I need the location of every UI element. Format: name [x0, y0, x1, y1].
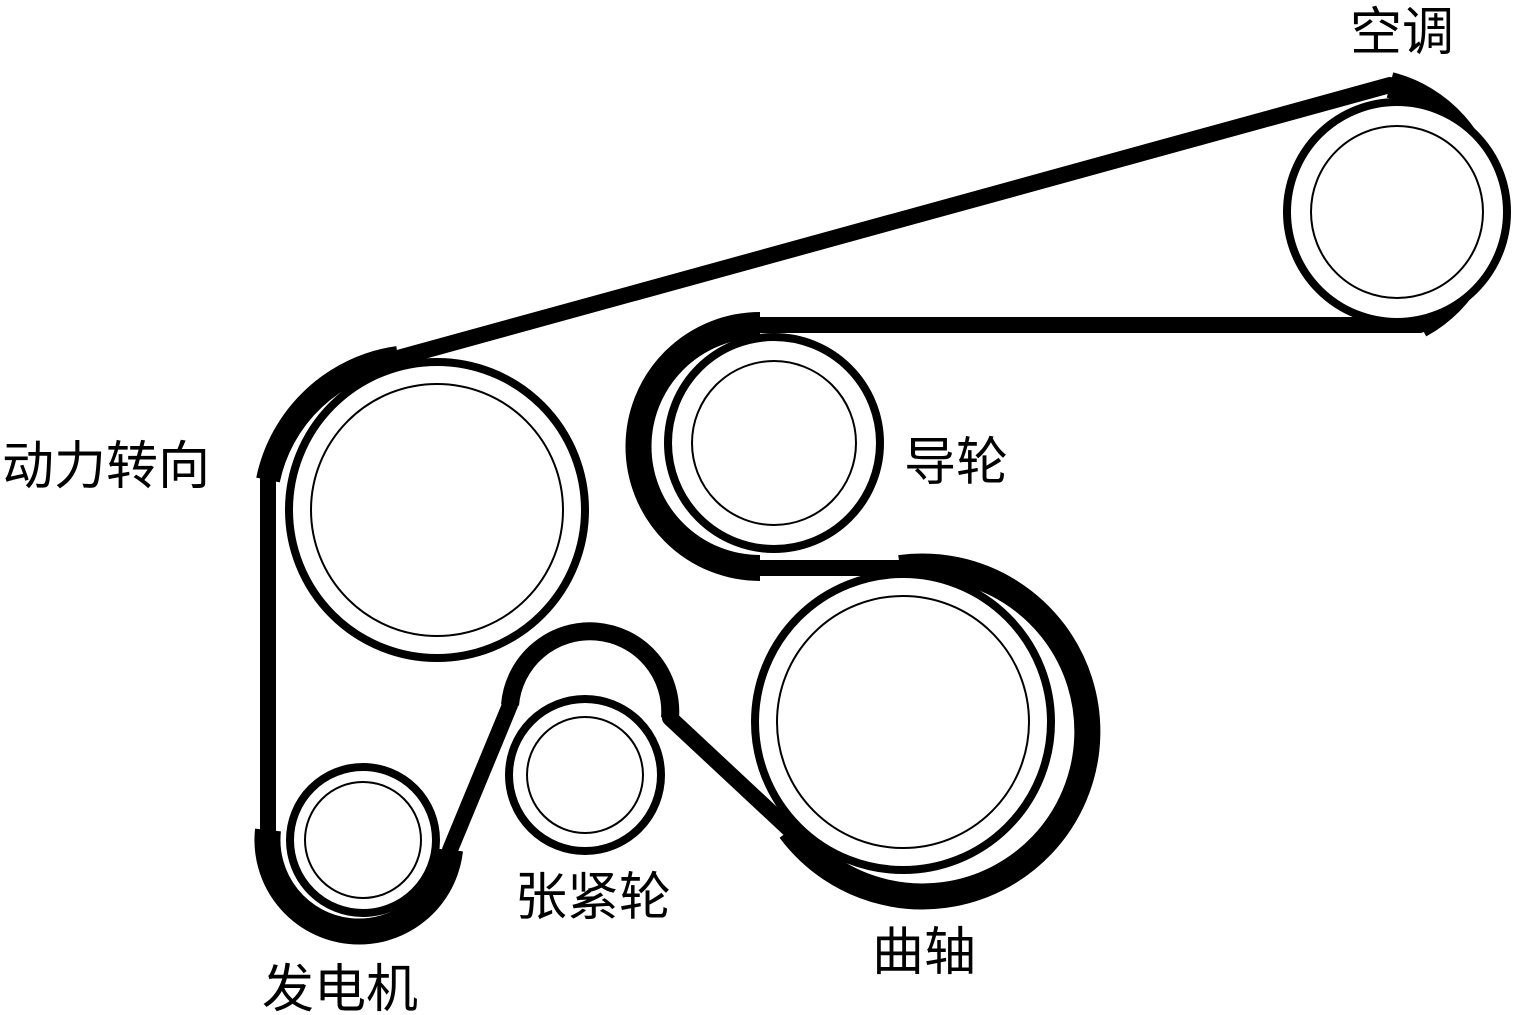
belt-wrap-tensioner: [501, 622, 680, 719]
pulley-power-steering: [285, 358, 589, 662]
label-tensioner: 张紧轮: [515, 868, 671, 928]
pulley-ac: [1283, 98, 1511, 326]
pulley-idler: [664, 333, 884, 553]
belt-wrap-idler: [625, 312, 761, 581]
pulley-alternator: [286, 763, 440, 917]
label-crankshaft: 曲轴: [872, 923, 976, 983]
label-power-steering: 动力转向: [2, 437, 210, 497]
pulley-crankshaft: [751, 570, 1055, 874]
belt-wrap-crankshaft: [779, 553, 1101, 910]
belt-wrap-alternator: [254, 828, 463, 945]
belt-wrap-power-steering: [256, 346, 400, 483]
label-ac: 空调: [1350, 3, 1454, 63]
label-alternator: 发电机: [262, 960, 418, 1015]
label-idler: 导轮: [904, 433, 1008, 493]
pulley-tensioner: [505, 695, 665, 855]
